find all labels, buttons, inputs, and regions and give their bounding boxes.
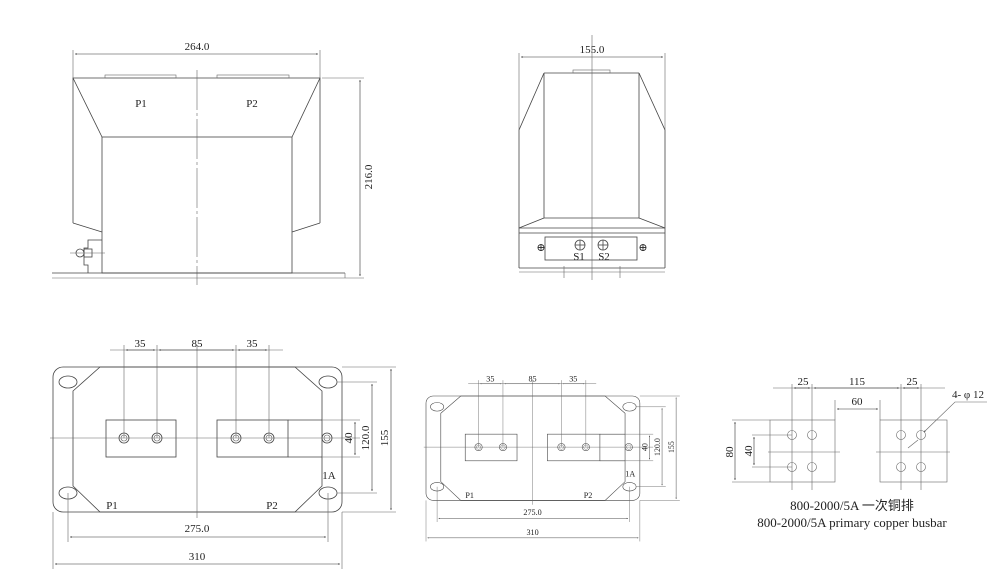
hole-spec: 4- φ 12 (952, 389, 984, 401)
dim-310: 310 (189, 551, 206, 563)
caption-chinese: 800-2000/5A 一次铜排 (790, 498, 914, 513)
bolt-holes (787, 430, 926, 472)
terminal-plate-p1 (104, 74, 177, 79)
dim-35-left: 35 (135, 338, 147, 350)
dim-120: 120.0 (360, 425, 372, 450)
p2-label: P2 (246, 98, 258, 110)
front-view: 264.0 P1 P2 216.0 (52, 41, 375, 285)
terminal-s2-icon (597, 239, 609, 251)
p1-label: P1 (106, 500, 118, 512)
dim-80: 80 (724, 446, 736, 458)
dim-25-right: 25 (907, 376, 919, 388)
p2-label: P2 (266, 500, 278, 512)
dim-60: 60 (852, 396, 864, 408)
dim-25-left: 25 (798, 376, 810, 388)
terminal-plate-p2 (216, 419, 289, 458)
dim-40: 40 (743, 445, 755, 457)
leader-arrow (923, 401, 987, 433)
screw-icon: ⊕ (536, 242, 545, 254)
copper-busbar-drawing: 25 115 25 60 80 40 4- φ 12 800-2000/5A 一… (724, 376, 987, 530)
side-view: 155.0 S1 S2 ⊕ ⊕ (518, 35, 666, 280)
s1-label: S1 (573, 251, 585, 263)
mounting-slot (58, 375, 78, 389)
dim-115: 115 (849, 376, 866, 388)
dim-275: 275.0 (185, 523, 210, 535)
busbar-left (769, 419, 836, 483)
busbar-right (879, 419, 948, 483)
dim-155: 155 (379, 429, 391, 446)
screw-icon: ⊕ (638, 242, 647, 254)
p1-label: P1 (135, 98, 147, 110)
plan-view: 35 85 35 40 120.0 155 1A P1 P2 275.0 310 (50, 338, 396, 569)
bolt-bracket (83, 239, 102, 273)
terminal-plate-p2 (216, 74, 290, 79)
caption-english: 800-2000/5A primary copper busbar (757, 515, 947, 530)
terminal-plate (544, 236, 638, 261)
s2-label: S2 (598, 251, 610, 263)
dim-85: 85 (192, 338, 204, 350)
mounting-slot (318, 375, 338, 389)
dim-40: 40 (343, 432, 355, 444)
plan-view-small (424, 375, 680, 542)
terminal-plate-p1 (105, 419, 177, 458)
dim-35-right: 35 (247, 338, 259, 350)
width-dim-label: 264.0 (185, 41, 210, 53)
label-1a: 1A (322, 470, 336, 482)
ground-bolt-icon (70, 248, 105, 258)
height-dim-label: 216.0 (363, 164, 375, 189)
terminal-s1-icon (574, 239, 586, 251)
